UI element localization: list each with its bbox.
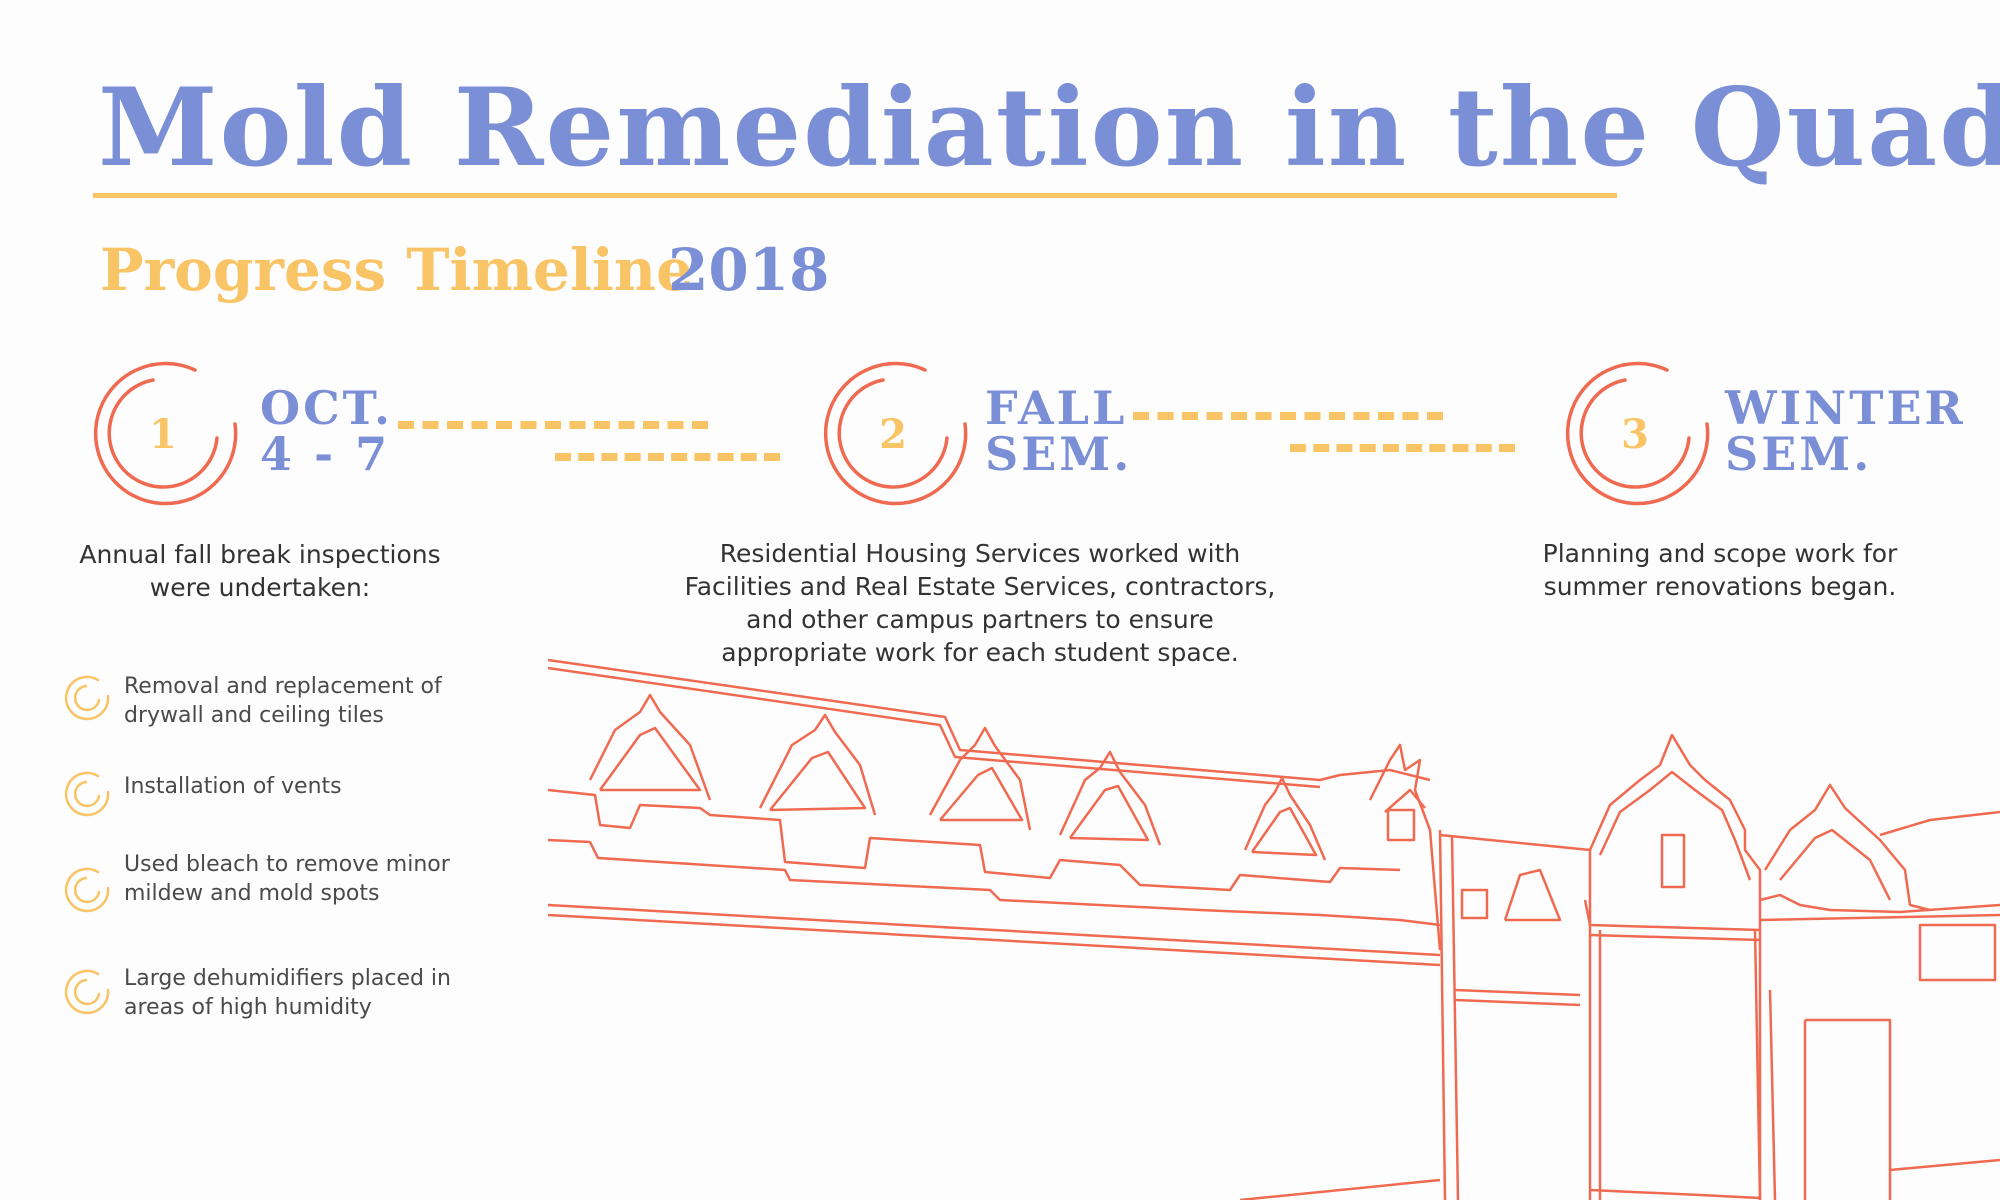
milestone-label: OCT. 4 - 7 <box>260 385 393 477</box>
title-underline <box>93 193 1617 198</box>
timeline-connector <box>555 453 780 461</box>
milestone-label-line1: FALL <box>985 381 1128 435</box>
milestone-label-line2: SEM. <box>985 427 1133 481</box>
spiral-icon <box>64 675 110 721</box>
milestone-label-line2: 4 - 7 <box>260 427 391 481</box>
timeline-connector <box>398 421 708 429</box>
milestone-label: FALL SEM. <box>985 385 1132 477</box>
milestone-3-description: Planning and scope work for summer renov… <box>1542 539 1898 601</box>
year: 2018 <box>668 236 830 304</box>
milestone-2-description: Residential Housing Services worked with… <box>684 539 1276 667</box>
milestone-label: WINTER SEM. <box>1725 385 1966 477</box>
list-item-text: Removal and replacement of drywall and c… <box>124 674 442 728</box>
milestone-label-line2: SEM. <box>1725 427 1873 481</box>
list-item-text: Used bleach to remove minor mildew and m… <box>124 852 450 906</box>
list-item-text: Installation of vents <box>124 774 342 799</box>
milestone-number: 2 <box>879 410 907 458</box>
subtitle: Progress Timeline <box>100 236 693 304</box>
circle-arc-icon <box>93 361 238 506</box>
timeline-connector <box>1133 412 1443 420</box>
list-item-text: Large dehumidifiers placed in areas of h… <box>124 966 451 1020</box>
page-title: Mold Remediation in the Quad <box>98 65 2000 191</box>
spiral-icon <box>64 969 110 1015</box>
spiral-icon <box>64 867 110 913</box>
milestone-number: 3 <box>1621 410 1649 458</box>
milestone-label-line1: OCT. <box>260 381 393 435</box>
circle-arc-icon <box>823 361 968 506</box>
milestone-label-line1: WINTER <box>1725 381 1966 435</box>
timeline-connector <box>1290 444 1515 452</box>
milestone-1-description: Annual fall break inspections were under… <box>79 540 441 602</box>
circle-arc-icon <box>1565 361 1710 506</box>
spiral-icon <box>64 771 110 817</box>
milestone-number: 1 <box>149 410 177 458</box>
